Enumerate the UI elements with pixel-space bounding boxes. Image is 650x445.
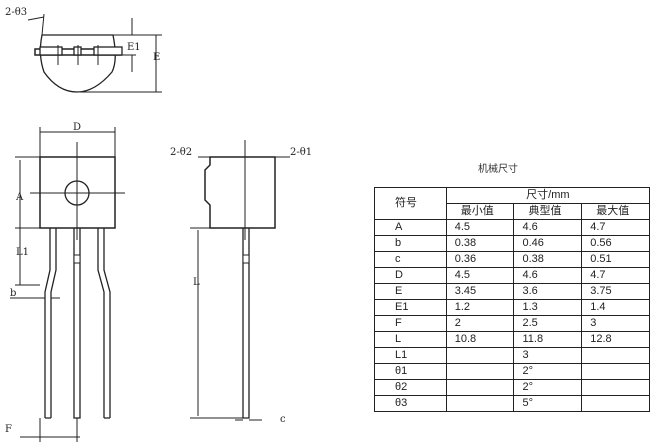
symbol-cell: F [374,315,447,332]
max-cell: 1.4 [581,299,650,316]
label-d: D [73,122,81,133]
symbol-header: 符号 [374,187,447,220]
max-cell [581,347,650,364]
min-cell: 4.5 [445,267,515,284]
label-theta1: 2-θ1 [290,147,312,158]
label-theta2: 2-θ2 [170,147,192,158]
max-cell: 4.7 [581,219,650,236]
label-c: c [280,414,286,425]
typ-cell: 3 [513,347,583,364]
min-cell: 4.5 [445,219,515,236]
table-row: θ1 2° [374,363,650,380]
min-cell: 0.36 [445,251,515,268]
symbol-cell: D [374,267,447,284]
typ-cell: 0.38 [513,251,583,268]
symbol-cell: θ2 [374,379,447,396]
max-cell [581,395,650,412]
table-title: 机械尺寸 [478,164,518,175]
unit-header: 尺寸/mm [445,187,650,204]
min-cell [445,363,515,380]
label-f: F [5,424,12,435]
min-cell: 1.2 [445,299,515,316]
symbol-cell: E [374,283,447,300]
label-e: E [153,52,160,63]
symbol-cell: θ1 [374,363,447,380]
max-cell: 12.8 [581,331,650,348]
typ-cell: 2° [513,363,583,380]
typ-cell: 11.8 [513,331,583,348]
typ-cell: 5° [513,395,583,412]
min-cell: 2 [445,315,515,332]
col-max: 最大值 [581,203,650,220]
side-view: 2-θ2 2-θ1 L c [170,140,312,425]
typ-cell: 4.6 [513,267,583,284]
table-row: L1 3 [374,347,650,364]
col-typ: 典型值 [513,203,583,220]
label-e1: E1 [127,42,141,53]
min-cell: 0.38 [445,235,515,252]
symbol-cell: L1 [374,347,447,364]
typ-cell: 0.46 [513,235,583,252]
min-cell: 10.8 [445,331,515,348]
typ-cell: 2° [513,379,583,396]
col-min: 最小值 [445,203,515,220]
min-cell [445,379,515,396]
typ-cell: 2.5 [513,315,583,332]
symbol-cell: E1 [374,299,447,316]
label-a: A [15,192,24,203]
max-cell: 3 [581,315,650,332]
typ-cell: 3.6 [513,283,583,300]
min-cell: 3.45 [445,283,515,300]
max-cell: 0.51 [581,251,650,268]
symbol-cell: A [374,219,447,236]
max-cell [581,379,650,396]
typ-cell: 4.6 [513,219,583,236]
max-cell: 4.7 [581,267,650,284]
table-row: θ3 5° [374,395,650,412]
symbol-cell: L [374,331,447,348]
max-cell: 0.56 [581,235,650,252]
min-cell [445,395,515,412]
label-l: L [193,277,200,288]
label-l1: L1 [16,247,29,258]
front-view: D A L1 b F [5,122,125,442]
symbol-cell: b [374,235,447,252]
top-view: 2-θ3 E1 E [5,7,162,93]
symbol-cell: θ3 [374,395,447,412]
min-cell [445,347,515,364]
label-theta3: 2-θ3 [5,7,27,18]
table-row: θ2 2° [374,379,650,396]
typ-cell: 1.3 [513,299,583,316]
max-cell: 3.75 [581,283,650,300]
max-cell [581,363,650,380]
label-b: b [10,288,16,299]
symbol-cell: c [374,251,447,268]
